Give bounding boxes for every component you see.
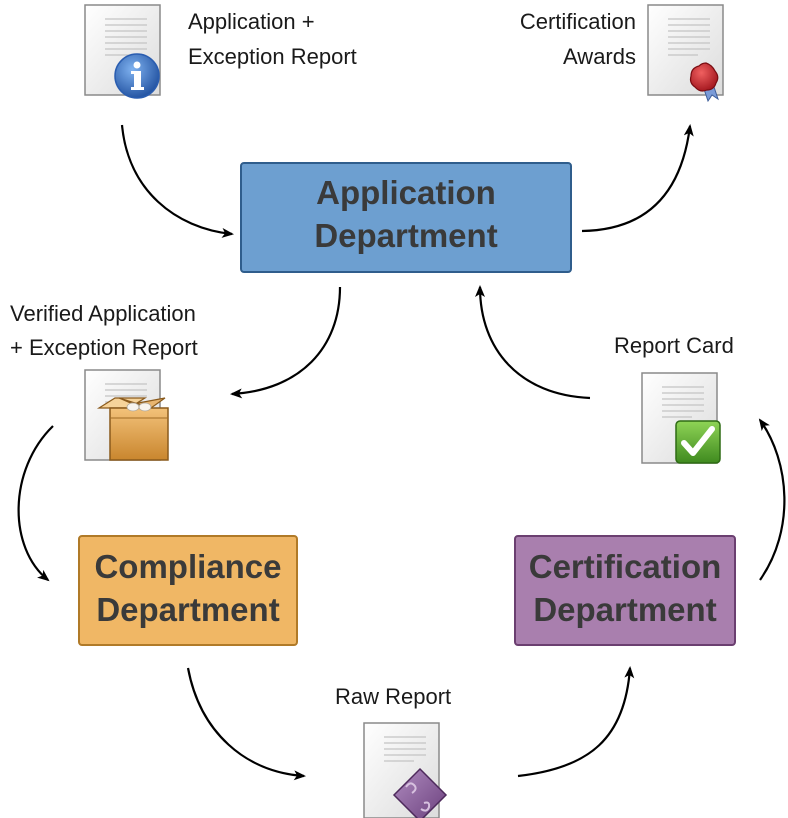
arrow-raw-report-to-certification-dept	[517, 666, 635, 778]
arrow-application-dept-to-certification-awards	[581, 124, 694, 233]
application-department-line2: Department	[314, 217, 497, 254]
arrow-report-card-to-application-dept	[475, 285, 591, 400]
certification-department-line1: Certification	[529, 548, 722, 585]
application-department-box: Application Department	[240, 162, 572, 273]
verified-application-caption-line2: + Exception Report	[10, 335, 198, 360]
certification-department-box: Certification Department	[514, 535, 736, 646]
application-exception-caption: Application + Exception Report	[188, 9, 357, 69]
checkmark-document-icon	[641, 372, 721, 464]
info-document-icon	[84, 4, 161, 99]
verified-application-caption-line1: Verified Application	[10, 301, 196, 326]
arrow-compliance-dept-to-raw-report	[186, 667, 306, 781]
raw-report-caption: Raw Report	[335, 684, 451, 709]
puzzle-document-icon	[363, 722, 448, 818]
arrow-verified-application-to-compliance-dept	[17, 425, 54, 582]
application-department-line1: Application	[316, 174, 496, 211]
certification-awards-caption-line1: Certification	[520, 9, 636, 34]
arrow-certification-dept-to-report-card	[758, 418, 786, 581]
application-exception-caption-line1: Application +	[188, 9, 315, 34]
certification-awards-caption: Certification Awards	[520, 9, 636, 69]
certificate-seal-icon	[647, 4, 724, 103]
compliance-department-line2: Department	[96, 591, 279, 628]
arrow-application-report-to-application-dept	[120, 124, 234, 238]
application-exception-caption-line2: Exception Report	[188, 44, 357, 69]
certification-awards-caption-line2: Awards	[563, 44, 636, 69]
certification-department-line2: Department	[533, 591, 716, 628]
report-card-caption: Report Card	[614, 333, 734, 358]
flow-arrows	[17, 124, 786, 781]
compliance-department-box: Compliance Department	[78, 535, 298, 646]
arrow-application-dept-to-verified-application	[230, 286, 342, 399]
compliance-department-line1: Compliance	[94, 548, 281, 585]
verified-application-caption: Verified Application + Exception Report	[10, 301, 198, 360]
package-document-icon	[84, 369, 169, 461]
